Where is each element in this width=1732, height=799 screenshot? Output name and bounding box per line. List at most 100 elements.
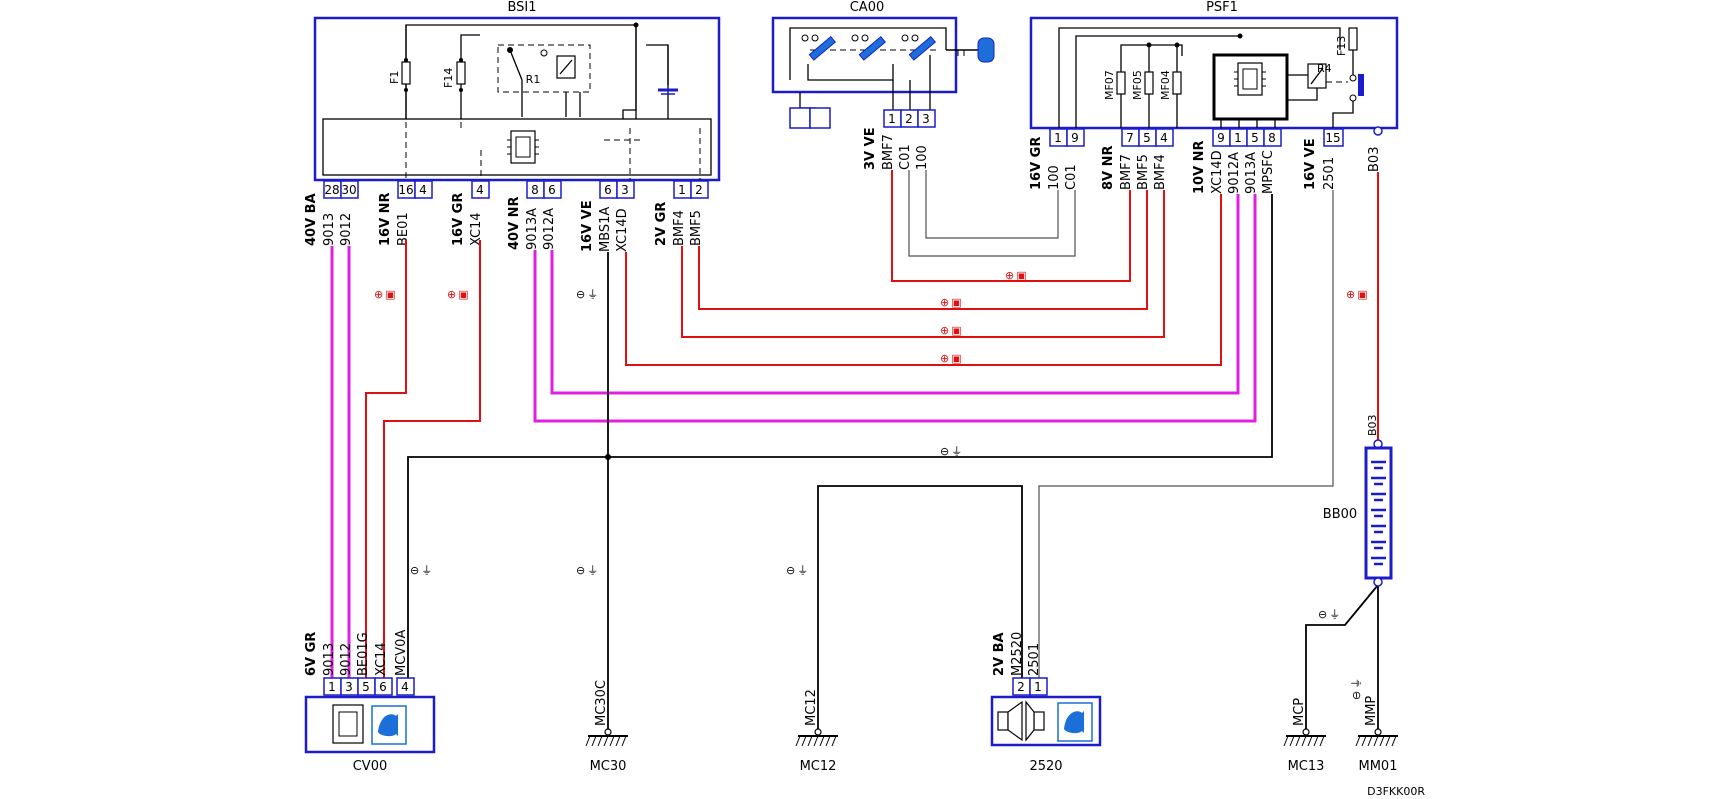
cv00-unit: 6V GR 9013 9012 BE01G XC14 MCV0A 1 3 5 6… xyxy=(304,630,436,774)
ca00-pin-3-label: 3 xyxy=(922,112,930,126)
fuse-mf04-icon xyxy=(1172,71,1182,95)
wires xyxy=(330,170,1379,730)
ca00-pin-1-label: 1 xyxy=(888,112,896,126)
ca00-switch-2 xyxy=(858,35,887,61)
ca00-pin-2-label: 2 xyxy=(905,112,913,126)
psf1-pin-8 xyxy=(1263,128,1282,147)
wire-bmf7-ca-label: BMF7 xyxy=(881,134,896,170)
psf1-pin-9b-label: 9 xyxy=(1217,131,1225,145)
c2520-wire-2501: 2501 xyxy=(1027,643,1042,676)
c2520-frame xyxy=(990,695,1102,747)
cv00-wire-mcv0a: MCV0A xyxy=(394,630,409,676)
psf1-b03-terminal xyxy=(1373,126,1383,136)
wire-bmf5 xyxy=(698,190,1148,310)
cv00-pin-3-label: 3 xyxy=(345,680,353,694)
wire-2501-psf-label: 2501 xyxy=(1322,157,1337,190)
c2520-conn-2v-ba: 2V BA xyxy=(992,632,1007,676)
c2520-pin-2-label: 2 xyxy=(1017,680,1025,694)
mc13-title: MC13 xyxy=(1288,759,1325,774)
wire-c01-psf-label: C01 xyxy=(1064,164,1079,190)
bsi1-title: BSI1 xyxy=(507,0,536,15)
ca00-aux-conn-1 xyxy=(789,107,811,129)
ca00-frame xyxy=(771,16,958,94)
bsi1-pin-6a xyxy=(543,180,562,199)
bsi1-pin-3 xyxy=(616,180,635,199)
c2520-pin-1-label: 1 xyxy=(1034,680,1042,694)
cv00-pin-6-label: 6 xyxy=(379,680,387,694)
mark-pos-be01: ⊕▣ xyxy=(374,288,396,301)
cv00-conn-6v-gr: 6V GR xyxy=(304,632,319,676)
bsi1-pin-3-label: 3 xyxy=(621,183,629,197)
cv00-pin-4-label: 4 xyxy=(401,680,409,694)
psf1-pin-15 xyxy=(1323,128,1344,147)
wire-bmf4 xyxy=(681,190,1165,338)
mc13-wire-label: MCP xyxy=(1292,698,1307,726)
wire-9013a-psf-label: 9013A xyxy=(1244,152,1259,194)
wire-100 xyxy=(925,170,1059,239)
psf1-conn-10v-nr: 10V NR xyxy=(1192,140,1207,194)
bsi1-pin-4b-label: 4 xyxy=(476,183,484,197)
wire-be01-label: BE01 xyxy=(396,212,411,246)
mc12-title: MC12 xyxy=(800,759,837,774)
mark-neg-mcp: ⊖⏚ xyxy=(1318,608,1340,621)
bb00-title: BB00 xyxy=(1323,507,1357,522)
wire-mbs1a-label: MBS1A xyxy=(598,207,613,252)
wire-xc14-label: XC14 xyxy=(469,212,484,246)
mark-neg-cv00: ⊖⏚ xyxy=(410,564,432,577)
bsi1-conn-40v-nr: 40V NR xyxy=(507,196,522,250)
c2520-pin-1 xyxy=(1029,677,1048,696)
cv00-title: CV00 xyxy=(353,759,388,774)
bb00-battery: B03 BB00 xyxy=(1323,414,1393,587)
mc12-wire-label: MC12 xyxy=(804,689,819,726)
cv00-pin-1-label: 1 xyxy=(328,680,336,694)
cv00-wire-9012: 9012 xyxy=(339,643,354,676)
psf1-pin-5b-label: 5 xyxy=(1251,131,1259,145)
cv00-frame xyxy=(304,695,436,754)
wire-b03-psf-label: B03 xyxy=(1367,147,1382,172)
psf1-pin-7-label: 7 xyxy=(1126,131,1134,145)
wire-xc14d-label: XC14D xyxy=(615,208,630,252)
bsi1-frame xyxy=(313,16,721,182)
ca00-pin-3 xyxy=(917,109,936,128)
mc30-title: MC30 xyxy=(590,759,627,774)
ca00-unit: CA00 xyxy=(771,0,995,129)
wire-be01 xyxy=(365,240,407,678)
bsi1-conn-16v-ve: 16V VE xyxy=(580,200,595,252)
bsi1-pin-6b-label: 6 xyxy=(604,183,612,197)
r4-contact xyxy=(1358,74,1364,96)
wire-xc14d xyxy=(625,194,1222,366)
cv00-wire-be01g: BE01G xyxy=(356,632,371,676)
label-mf05: MF05 xyxy=(1131,70,1144,100)
bsi1-pin-1-label: 1 xyxy=(678,183,686,197)
bsi1-chip-icon xyxy=(507,130,539,164)
wire-bmf5-label: BMF5 xyxy=(689,210,704,246)
wire-mcp xyxy=(1305,584,1379,730)
ca00-pins: 1 2 3 3V VE BMF7 C01 100 xyxy=(863,109,936,170)
bsi1-pin-2 xyxy=(690,180,709,199)
wire-9013a-label: 9013A xyxy=(525,208,540,250)
mark-neg-mmp: ⊖⏚ xyxy=(1350,678,1363,700)
wire-xc14d-psf-label: XC14D xyxy=(1210,150,1225,194)
cv00-wire-9013: 9013 xyxy=(322,643,337,676)
cv00-pin-4 xyxy=(396,677,415,696)
psf1-pin-5a-label: 5 xyxy=(1143,131,1151,145)
mc12-ground: MC12 MC12 xyxy=(795,689,838,774)
bsi1-conn-16v-gr: 16V GR xyxy=(451,193,466,246)
wire-mpsfc-label: MPSFC xyxy=(1261,150,1276,194)
mark-neg-mbs1a: ⊖⏚ xyxy=(576,288,598,301)
wire-100-ca-label: 100 xyxy=(915,145,930,170)
speaker-icon xyxy=(997,700,1045,742)
mark-neg-mc12: ⊖⏚ xyxy=(786,564,808,577)
ca00-aux-conn-2 xyxy=(809,107,831,129)
horn-icon xyxy=(371,705,407,745)
label-f14: F14 xyxy=(442,68,455,88)
label-r1: R1 xyxy=(526,73,541,86)
mark-neg-mcv0a: ⊖⏚ xyxy=(940,445,962,458)
psf1-conn-8v-nr: 8V NR xyxy=(1101,145,1116,190)
psf1-pin-8-label: 8 xyxy=(1268,131,1276,145)
psf1-pin-1b-label: 1 xyxy=(1234,131,1242,145)
fuse-mf05-icon xyxy=(1144,71,1154,95)
c2520-wire-m2520: M2520 xyxy=(1010,632,1025,676)
fuse-f14-icon xyxy=(456,61,466,85)
wire-9012a xyxy=(550,194,1240,395)
